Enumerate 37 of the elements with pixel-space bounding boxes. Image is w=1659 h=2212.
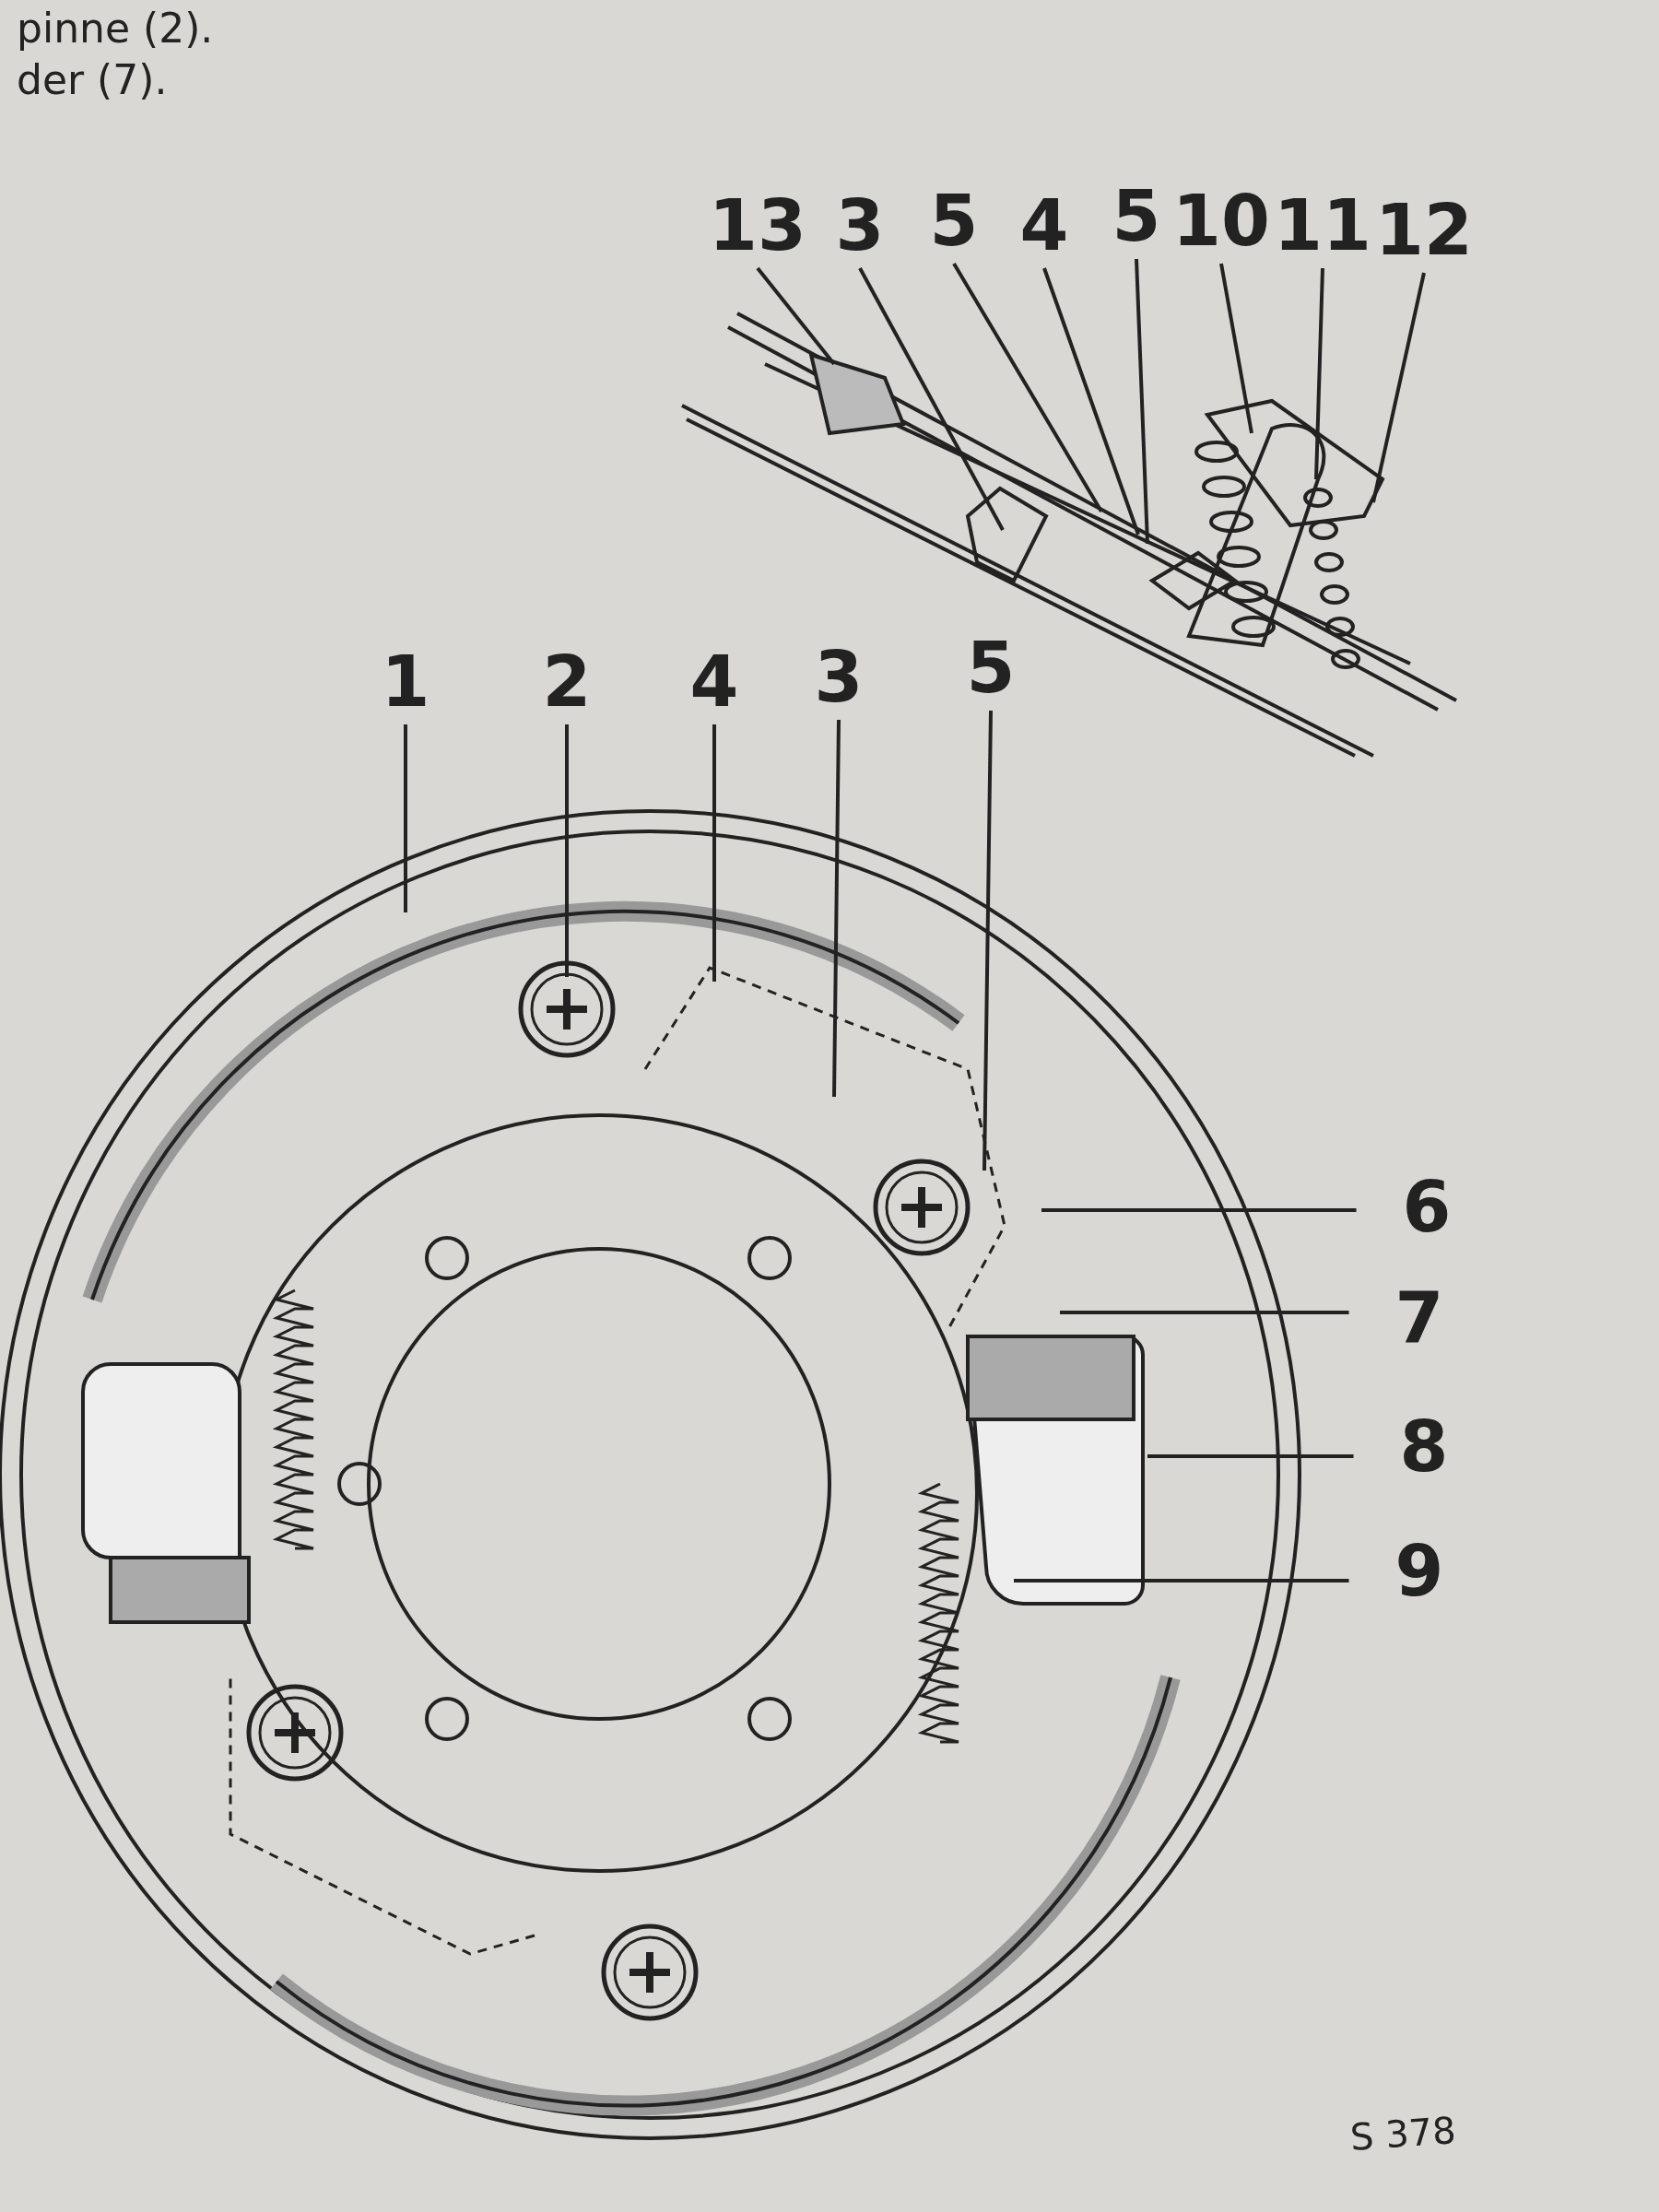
callout-number: 10 — [1172, 184, 1270, 258]
leader-line — [1314, 267, 1324, 480]
callout-number: 5 — [966, 631, 1016, 705]
callout-number: 3 — [835, 189, 885, 263]
body-text: der (7). — [17, 57, 168, 103]
callout-number: 2 — [542, 645, 592, 719]
leader-line — [1147, 1454, 1354, 1458]
leader-line — [832, 719, 841, 1098]
callout-number: 5 — [929, 184, 979, 258]
leader-line — [1014, 1579, 1349, 1583]
leader-line — [756, 266, 836, 366]
callout-number: 4 — [689, 645, 739, 719]
leader-line — [1041, 1208, 1357, 1212]
callout-number: 3 — [814, 641, 864, 714]
leader-line — [712, 724, 716, 982]
leader-line — [404, 724, 407, 912]
callout-number: 4 — [1019, 189, 1069, 263]
leader-line — [1219, 263, 1253, 434]
callout-number: 12 — [1375, 194, 1473, 267]
leader-line — [565, 724, 569, 977]
leader-line — [1060, 1311, 1349, 1314]
callout-number: 13 — [709, 189, 806, 263]
callout-number: 11 — [1274, 189, 1371, 263]
callout-number: 6 — [1402, 1171, 1452, 1244]
body-text: pinne (2). — [17, 6, 214, 52]
callout-number: 8 — [1399, 1410, 1449, 1484]
callout-number: 5 — [1112, 180, 1161, 253]
leader-line — [1371, 272, 1426, 503]
leader-line — [982, 710, 993, 1171]
figure-code: S 378 — [1348, 2108, 1458, 2160]
leader-line — [952, 262, 1103, 513]
leader-line — [1135, 258, 1149, 545]
leader-line — [858, 267, 1005, 531]
callout-number: 1 — [381, 645, 430, 719]
callout-number: 7 — [1394, 1281, 1444, 1355]
leader-line — [1042, 267, 1140, 535]
callout-number: 9 — [1394, 1535, 1444, 1608]
